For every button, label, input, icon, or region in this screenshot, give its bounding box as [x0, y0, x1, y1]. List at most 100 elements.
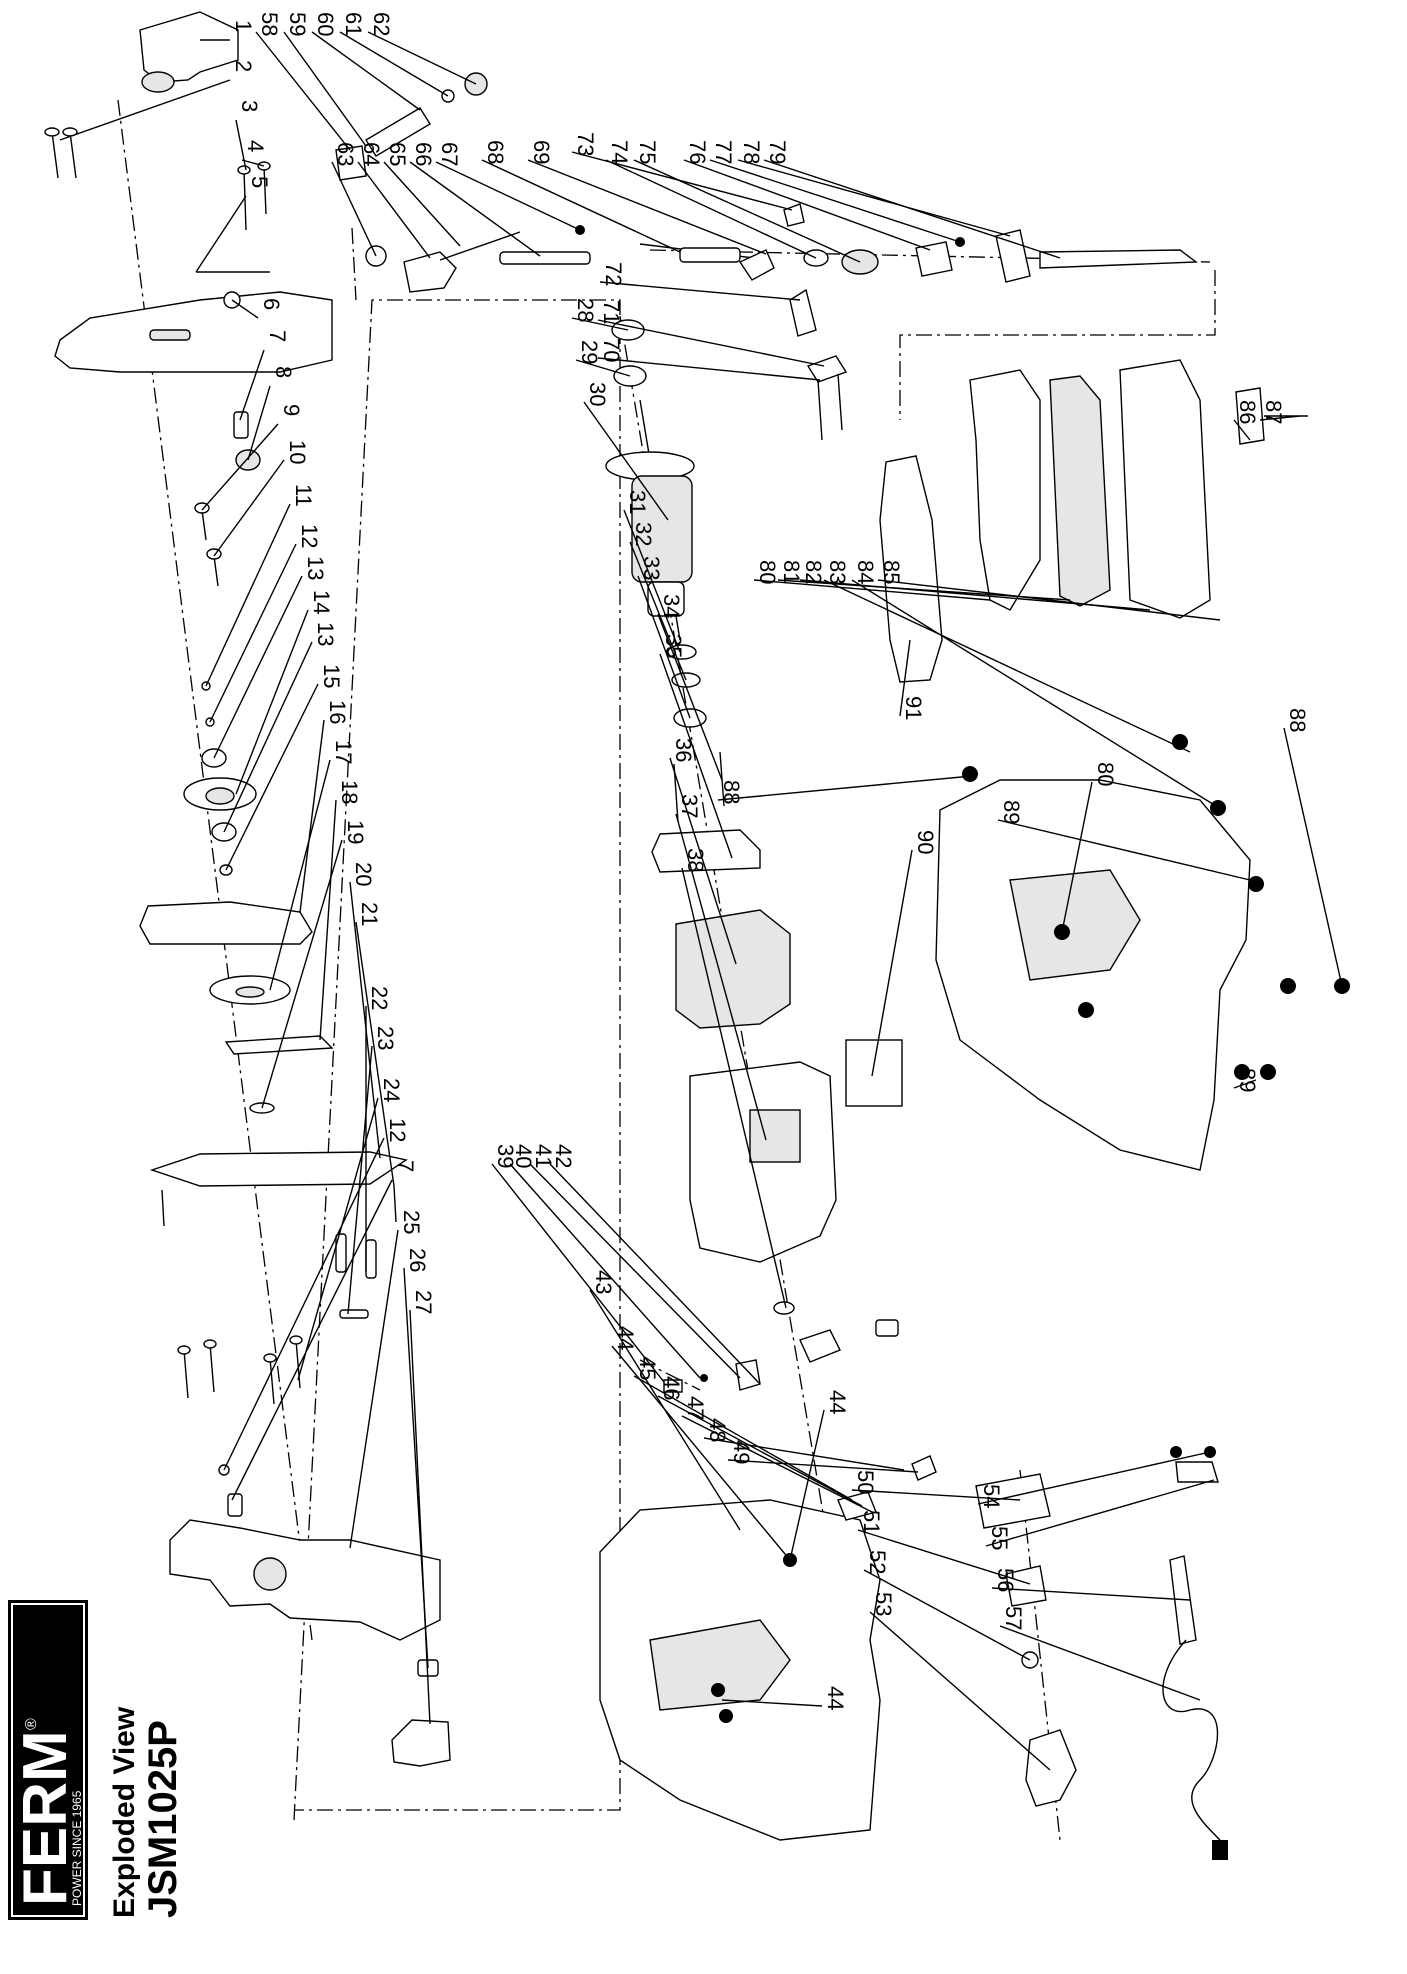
part-number-label-2: 2	[231, 60, 256, 72]
screw-88a-shape	[962, 766, 978, 782]
leader-line-71	[597, 319, 825, 367]
part-number-label-11: 11	[291, 484, 316, 507]
part-number-label-5: 5	[247, 176, 272, 188]
screw-70a-shape	[817, 379, 823, 441]
logo-registered-mark: ®	[23, 1718, 40, 1730]
washer-38-shape	[773, 1301, 795, 1315]
connector-b-shape	[875, 1319, 899, 1337]
baseplate-82-shape	[1119, 359, 1211, 619]
part-number-label-33: 33	[639, 556, 664, 580]
leader-line-44	[789, 1409, 825, 1561]
leader-line-27	[409, 1309, 431, 1725]
leader-line-19	[261, 839, 343, 1109]
leader-line-7	[231, 1179, 393, 1501]
logo-tagline: POWER SINCE 1965	[70, 1790, 84, 1906]
leader-line-61	[339, 31, 449, 97]
part-number-label-23: 23	[373, 1026, 398, 1050]
leader-line-14	[235, 609, 309, 795]
part-number-label-8: 8	[271, 366, 296, 378]
title-block: FERM ® POWER SINCE 1965 Exploded View JS…	[8, 1600, 185, 1920]
part-number-label-67: 67	[437, 142, 462, 166]
part-number-label-85: 85	[879, 560, 904, 584]
part-number-label-55: 55	[987, 1526, 1012, 1550]
part-number-label-1: 1	[231, 20, 256, 32]
part-41-shape	[700, 1374, 708, 1382]
part-number-label-84: 84	[853, 560, 878, 584]
leader-line-80	[1061, 781, 1093, 933]
part-number-label-45: 45	[635, 1356, 660, 1380]
leader-line-84	[851, 579, 1217, 807]
leader-line-50	[851, 1489, 1021, 1501]
part-number-label-88: 88	[719, 780, 744, 804]
part-number-label-74: 74	[607, 140, 632, 164]
part-number-label-12: 12	[385, 1118, 410, 1142]
part-number-label-31: 31	[625, 490, 650, 514]
leader-line-5	[195, 195, 247, 273]
leader-line-91	[899, 639, 911, 717]
leader-line-49	[727, 1459, 919, 1473]
part-27-shape	[391, 1719, 451, 1767]
blade-79-shape	[1039, 249, 1198, 269]
part-number-label-72: 72	[601, 262, 626, 286]
leader-line-34	[657, 613, 723, 781]
leader-line-79	[763, 159, 1061, 259]
leader-line-90	[871, 849, 913, 1077]
part-66-shape	[499, 251, 591, 265]
leader-line-48	[703, 1437, 905, 1471]
part-number-label-24: 24	[379, 1078, 404, 1102]
part-number-label-36: 36	[671, 738, 696, 762]
logo-text: FERM	[11, 1730, 80, 1906]
part-number-label-51: 51	[859, 1510, 884, 1534]
part-number-label-40: 40	[511, 1144, 536, 1168]
part-7b-shape	[227, 1493, 243, 1517]
part-78-shape	[995, 229, 1031, 283]
leader-line-2	[59, 79, 231, 141]
leader-line-63	[331, 161, 377, 257]
leader-line-89	[997, 819, 1251, 881]
leader-line-56	[991, 1587, 1191, 1601]
leader-line-3	[235, 119, 247, 171]
leader-line-8	[247, 385, 271, 461]
screw-84b-shape	[1210, 800, 1226, 816]
leader-line-42	[549, 1163, 761, 1385]
leader-line-57	[999, 1625, 1201, 1701]
leader-line-31	[623, 509, 681, 653]
leader-line-39	[491, 1163, 665, 1383]
leader-line-13	[213, 575, 303, 759]
leader-line-36	[669, 757, 737, 965]
part-number-label-68: 68	[483, 140, 508, 164]
part-65-shape	[439, 231, 521, 261]
part-number-label-53: 53	[871, 1592, 896, 1616]
part-number-label-7: 7	[265, 330, 290, 342]
pin-22a-shape	[335, 1233, 347, 1273]
part-number-label-16: 16	[325, 700, 350, 724]
part-number-label-26: 26	[405, 1248, 430, 1272]
part-number-label-35: 35	[661, 634, 686, 658]
baseplate-80-shape	[969, 369, 1041, 611]
leader-line-6	[231, 299, 259, 319]
screw-88b-shape	[1280, 978, 1296, 994]
part-42-shape	[735, 1359, 761, 1391]
housing-88-grip-shape	[1009, 869, 1141, 981]
screw-89a-shape	[1248, 876, 1264, 892]
part-number-label-12: 12	[297, 524, 322, 548]
document-model: JSM1025P	[141, 1720, 185, 1918]
part-number-label-3: 3	[237, 100, 262, 112]
label-90-shape	[845, 1039, 903, 1107]
power-cord-57-shape	[1162, 1639, 1221, 1841]
part-number-label-83: 83	[825, 560, 850, 584]
leader-line-35	[659, 653, 733, 859]
leader-line-70	[597, 357, 821, 381]
screw-44c-shape	[719, 1709, 733, 1723]
leader-line-17	[269, 759, 331, 991]
part-number-label-14: 14	[309, 590, 334, 614]
part-number-label-47: 47	[683, 1396, 708, 1420]
leader-line-4	[241, 159, 265, 167]
leader-line-64	[357, 161, 431, 259]
part-number-label-89: 89	[1235, 1068, 1260, 1092]
part-number-label-34: 34	[659, 594, 684, 618]
part-number-label-43: 43	[591, 1270, 616, 1294]
part-number-label-20: 20	[351, 862, 376, 886]
part-number-label-82: 82	[801, 560, 826, 584]
leader-line-32	[629, 541, 687, 681]
